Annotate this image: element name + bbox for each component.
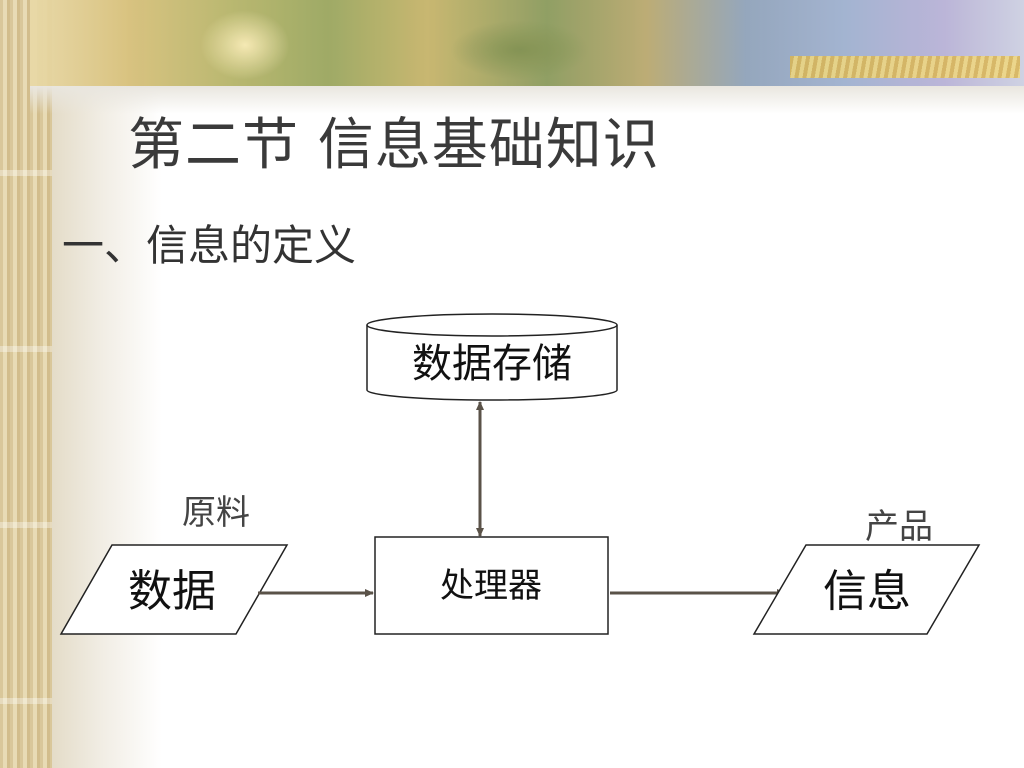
data-storage-label: 数据存储 [412,341,572,387]
slide-subtitle: 一、信息的定义 [62,221,357,270]
leaf-decoration [200,10,290,80]
left-texture-strip [0,0,52,768]
information-output-label: 信息 [823,566,911,617]
processor-label: 处理器 [440,566,542,606]
data-input-label: 数据 [128,566,216,617]
banner-shadow [30,86,1024,114]
data-storage-node: 数据存储 [366,313,618,401]
decorative-banner [30,0,1024,86]
leaf-decoration [450,20,590,80]
raw-material-label: 原料 [182,493,250,533]
processor-node: 处理器 [374,536,609,635]
wheat-decoration [790,56,1020,78]
data-input-node: 数据 [59,544,289,635]
product-label: 产品 [865,507,933,547]
slide-title: 第二节 信息基础知识 [128,113,660,178]
information-output-node: 信息 [752,544,981,635]
left-gradient [52,0,162,768]
